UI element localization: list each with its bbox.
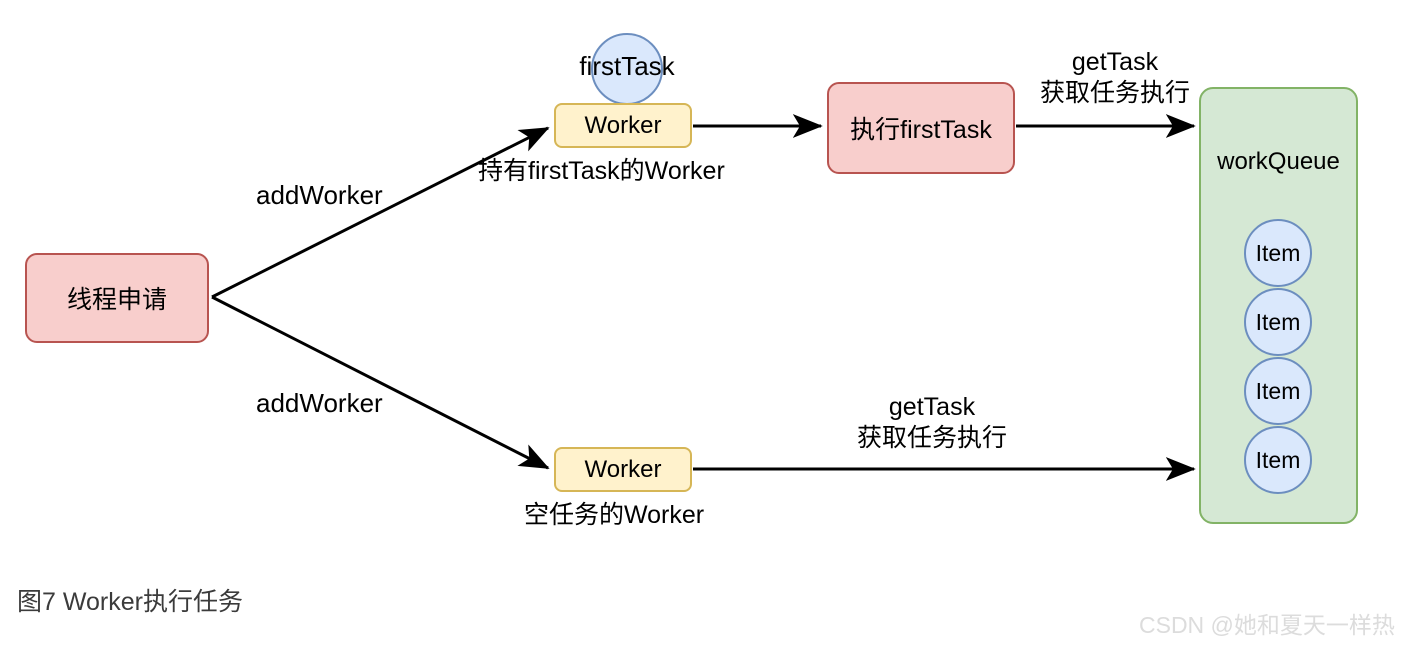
queue-item[interactable]: Item — [1244, 219, 1312, 287]
get-task-bottom-line-1: getTask — [888, 393, 976, 421]
watermark: CSDN @她和夏天一样热 — [1139, 612, 1395, 638]
queue-item[interactable]: Item — [1244, 288, 1312, 356]
edge-label-empty-task-worker: 空任务的Worker — [524, 501, 705, 529]
edge-label-add-worker-bottom: addWorker — [256, 388, 383, 418]
get-task-bottom-line-2: 获取任务执行 — [856, 423, 1007, 452]
edge-label-holds-first-task: 持有firstTask的Worker — [478, 157, 725, 185]
node-worker-bottom[interactable]: Worker — [554, 447, 692, 492]
node-worker-top[interactable]: Worker — [554, 103, 692, 148]
get-task-top-line-2: 获取任务执行 — [1039, 78, 1190, 107]
first-task-circle[interactable] — [591, 33, 663, 105]
work-queue-label: workQueue — [1217, 148, 1340, 175]
edge-add-worker-top — [211, 126, 550, 299]
get-task-top-line-1: getTask — [1071, 48, 1159, 76]
queue-item[interactable]: Item — [1244, 357, 1312, 425]
edge-label-add-worker-top: addWorker — [256, 180, 383, 210]
node-thread-request[interactable]: 线程申请 — [25, 253, 209, 343]
node-exec-first-task[interactable]: 执行firstTask — [827, 82, 1015, 174]
edge-add-worker-bottom — [211, 295, 550, 470]
figure-caption: 图7 Worker执行任务 — [17, 588, 243, 616]
queue-item[interactable]: Item — [1244, 426, 1312, 494]
edge-label-get-task-bottom: getTask 获取任务执行 — [830, 392, 1034, 453]
edge-label-get-task-top: getTask 获取任务执行 — [1013, 47, 1217, 108]
first-task-label: firstTask — [579, 51, 675, 81]
